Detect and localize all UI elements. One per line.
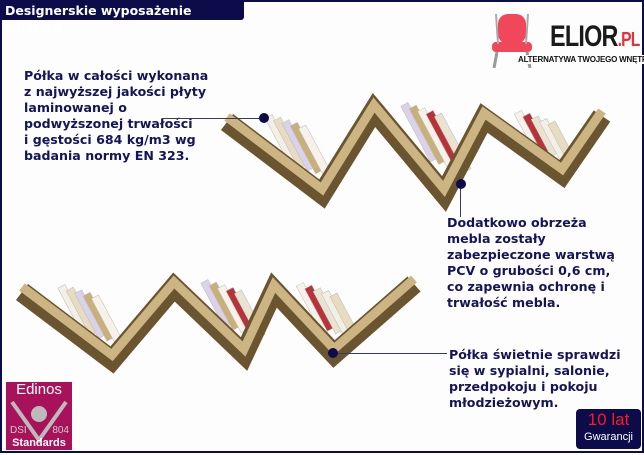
warranty-years: 10 lat [587, 410, 630, 429]
page-title: Designerskie wyposażenie wnętrza [2, 2, 244, 35]
badge-v-icon [10, 400, 68, 444]
callout-dot [328, 348, 338, 358]
brand-logo [486, 10, 644, 70]
callout-dot [259, 113, 269, 123]
callout-usage: Półka świetnie sprawdzi się w sypialni, … [449, 347, 621, 410]
callout-line [162, 118, 264, 119]
edinos-standards-badge: Edinos DSI 804 Standards [6, 382, 72, 450]
callout-material: Półka w całości wykonana z najwyższej ja… [24, 68, 209, 163]
callout-edges: Dodatkowo obrzeża mebla zostały zabezpie… [447, 215, 615, 310]
brand-name: ELIOR.PL [550, 20, 640, 53]
callout-line [335, 353, 447, 354]
callout-line [460, 187, 461, 217]
badge-left: DSI [10, 425, 27, 436]
warranty-label: Gwarancji [584, 431, 633, 443]
badge-name: Edinos [16, 381, 62, 398]
brand-tagline: ALTERNATYWA TWOJEGO WNĘTRZA [518, 55, 644, 64]
chair-icon [492, 13, 532, 68]
shelf-board-edge [224, 97, 606, 198]
callout-dot [456, 179, 466, 189]
badge-bottom: Standards [12, 437, 66, 449]
badge-right: 804 [52, 425, 69, 436]
warranty-badge: 10 lat Gwarancji [576, 409, 641, 449]
